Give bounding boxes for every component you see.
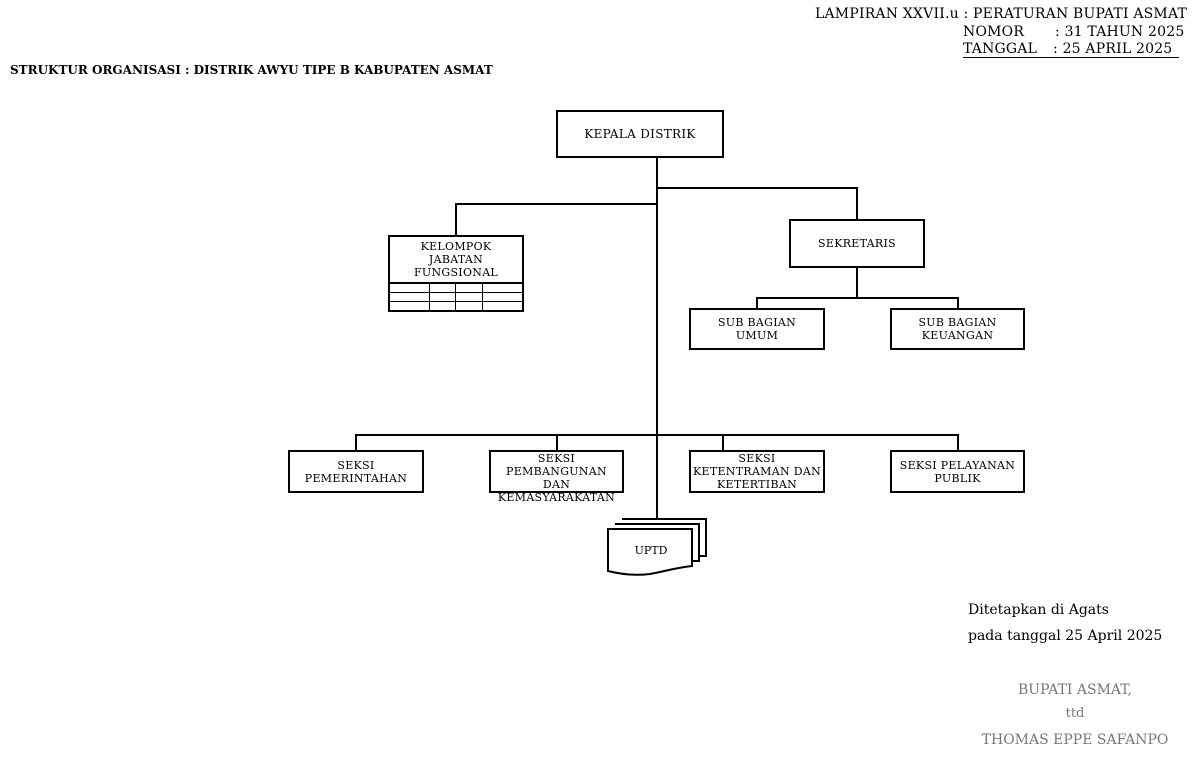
seksi-pembangunan-line-3: KEMASYARAKATAN (497, 491, 616, 504)
nomor-label: NOMOR (963, 24, 1025, 40)
jabatan-line-3: FUNGSIONAL (413, 266, 499, 279)
kepala-distrik-box: KEPALA DISTRIK (556, 110, 724, 158)
sub-umum-line-1: SUB BAGIAN (717, 316, 797, 329)
jabatan-fungsional-grid (388, 283, 524, 312)
uptd-shape (607, 518, 707, 576)
subbag-bar (756, 297, 959, 299)
seksi-pelayanan-box: SEKSI PELAYANAN PUBLIK (890, 450, 1025, 493)
seksi-pemerintahan-box: SEKSI PEMERINTAHAN (288, 450, 424, 493)
seksi-pembangunan-line-1: SEKSI (537, 452, 576, 465)
seksi-pelayanan-line (957, 434, 959, 451)
jabatan-fungsional-box: KELOMPOK JABATAN FUNGSIONAL (388, 235, 524, 284)
seksi-pemerintahan-line-2: PEMERINTAHAN (304, 471, 408, 485)
line-to-jabatan-v (455, 203, 457, 236)
uptd-front-page (607, 528, 693, 576)
subbag-keuangan-line (957, 297, 959, 309)
tanggal-row: TANGGAL : 25 APRIL 2025 (963, 41, 1179, 58)
line-to-sekretaris-h (656, 187, 858, 189)
line-to-sekretaris-v (856, 187, 858, 220)
seksi-bar (355, 434, 959, 436)
seksi-pelayanan-line-2: PUBLIK (934, 471, 981, 485)
sekretaris-box: SEKRETARIS (789, 219, 925, 268)
jabatan-line-1: KELOMPOK (420, 240, 492, 253)
signature-place: Ditetapkan di Agats (968, 602, 1109, 618)
signature-ttd: ttd (1065, 706, 1085, 721)
lampiran-line: LAMPIRAN XXVII.u : PERATURAN BUPATI ASMA… (815, 6, 1188, 22)
signature-office: BUPATI ASMAT, (1018, 682, 1132, 698)
jabatan-line-2: JABATAN (428, 253, 484, 266)
seksi-ketentraman-line-1: SEKSI (738, 452, 776, 465)
kepala-distrik-label: KEPALA DISTRIK (584, 126, 696, 141)
sub-umum-line-2: UMUM (735, 329, 779, 342)
seksi-pemerintahan-line-1: SEKSI (337, 458, 375, 472)
line-to-jabatan-h (455, 203, 658, 205)
seksi-ketentraman-line (722, 434, 724, 451)
sub-keuangan-line-1: SUB BAGIAN (918, 316, 997, 329)
sub-bagian-keuangan-box: SUB BAGIAN KEUANGAN (890, 308, 1025, 350)
signature-date: pada tanggal 25 April 2025 (968, 628, 1163, 644)
nomor-value: : 31 TAHUN 2025 (1055, 24, 1185, 40)
seksi-pembangunan-line-2: PEMBANGUNAN DAN (506, 465, 607, 491)
page-title: STRUKTUR ORGANISASI : DISTRIK AWYU TIPE … (10, 63, 493, 77)
seksi-ketentraman-line-3: KETERTIBAN (716, 478, 798, 491)
seksi-pelayanan-line-1: SEKSI PELAYANAN (899, 458, 1016, 472)
seksi-pembangunan-line (556, 434, 558, 451)
seksi-ketentraman-line-2: KETENTRAMAN DAN (692, 465, 822, 478)
seksi-pembangunan-box: SEKSI PEMBANGUNAN DAN KEMASYARAKATAN (489, 450, 624, 504)
subbag-umum-line (756, 297, 758, 309)
uptd-label: UPTD (634, 544, 668, 557)
seksi-ketentraman-box: SEKSI KETENTRAMAN DAN KETERTIBAN (689, 450, 825, 493)
signature-name: THOMAS EPPE SAFANPO (981, 732, 1169, 748)
sub-keuangan-line-2: KEUANGAN (921, 329, 994, 342)
seksi-pemerintahan-line (355, 434, 357, 451)
sekretaris-label: SEKRETARIS (818, 237, 896, 250)
main-vertical-line (656, 157, 658, 520)
sekretaris-down-line (856, 267, 858, 298)
sub-bagian-umum-box: SUB BAGIAN UMUM (689, 308, 825, 350)
tanggal-label: TANGGAL (963, 41, 1038, 57)
tanggal-value: : 25 APRIL 2025 (1053, 41, 1173, 57)
